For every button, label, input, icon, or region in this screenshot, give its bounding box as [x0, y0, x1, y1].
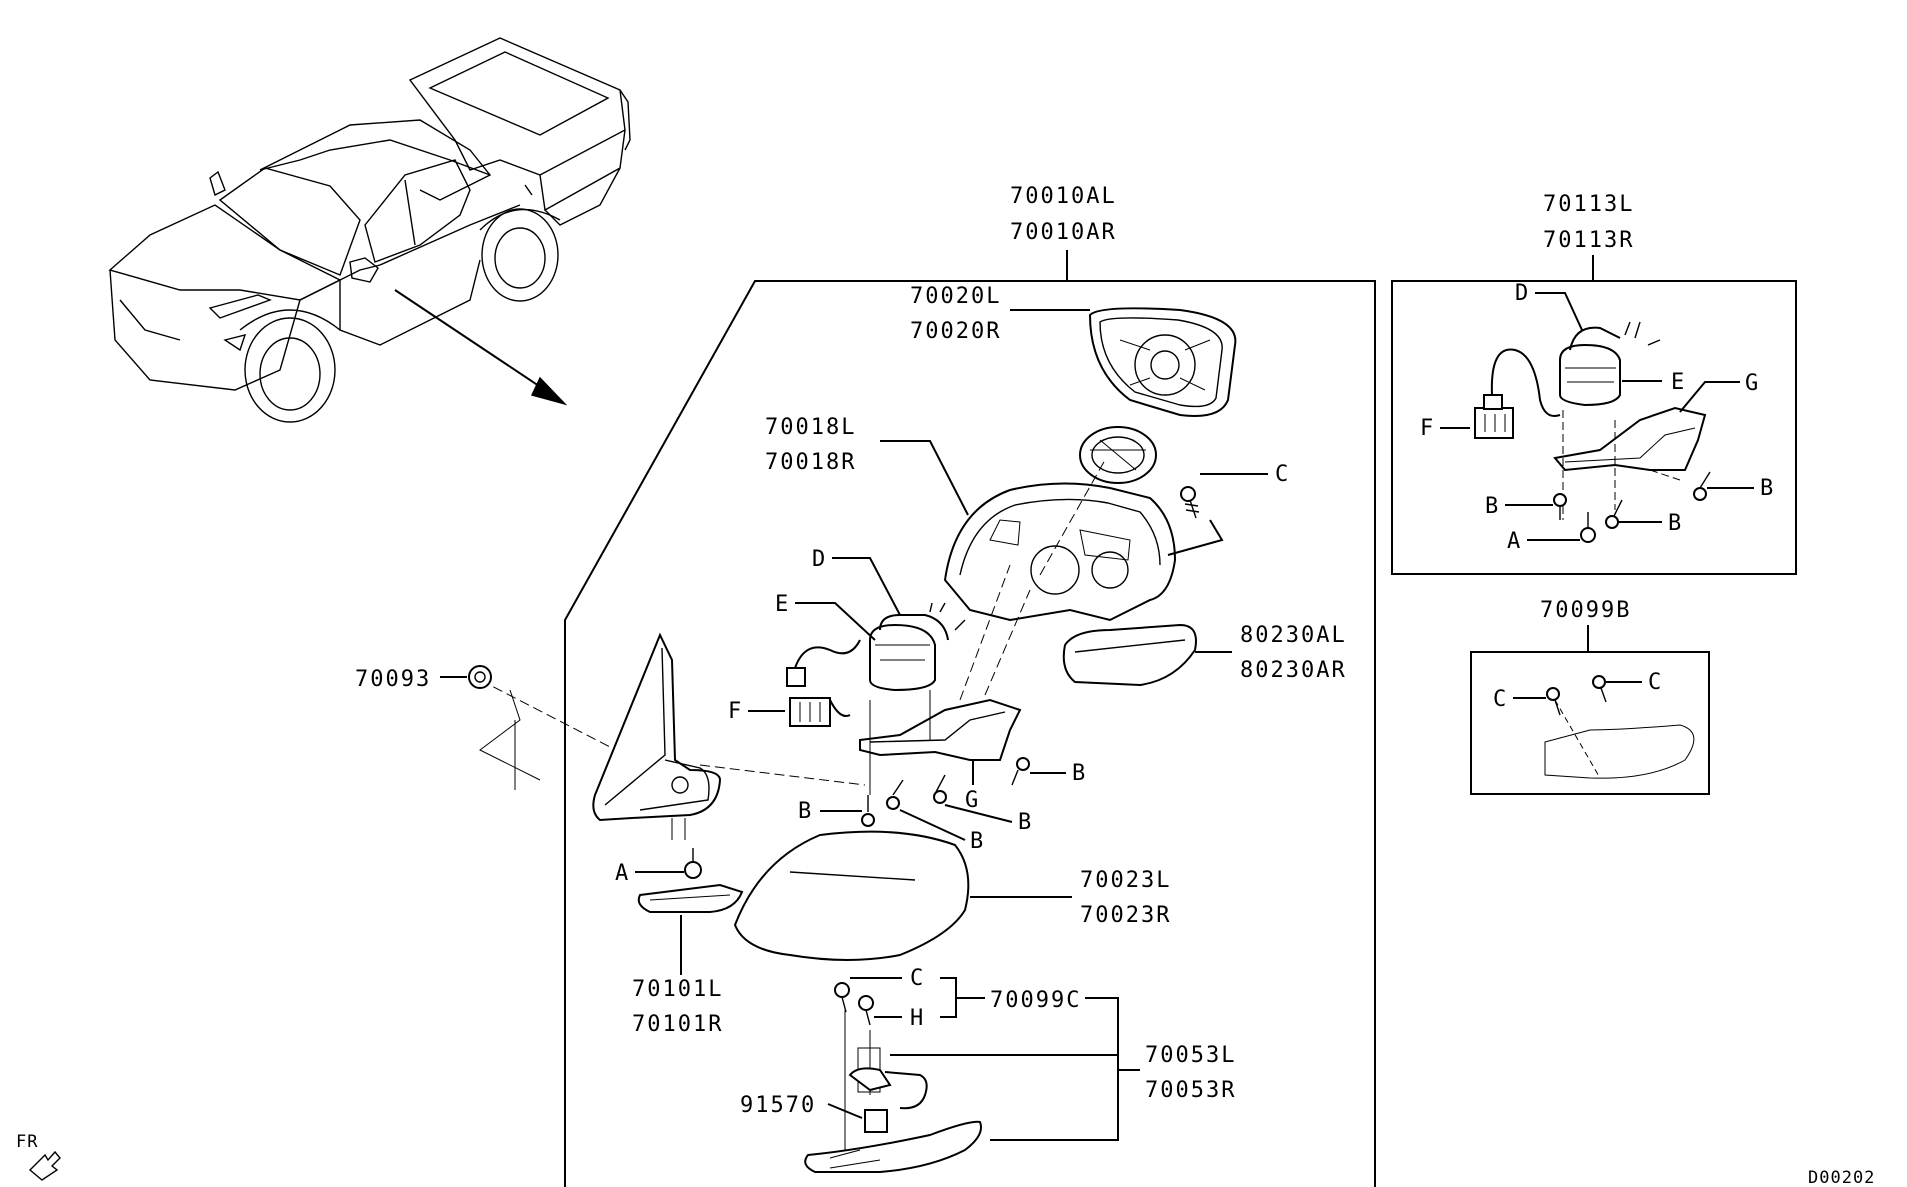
svg-text:B: B	[1760, 476, 1775, 501]
diagram-code: D00202	[1808, 1168, 1875, 1187]
svg-text:E: E	[775, 592, 790, 617]
svg-text:70023R: 70023R	[1080, 903, 1171, 928]
svg-text:G: G	[1745, 371, 1760, 396]
svg-text:B: B	[1485, 494, 1500, 519]
svg-text:B: B	[1072, 761, 1087, 786]
svg-text:D: D	[1515, 281, 1530, 306]
svg-text:70010AL: 70010AL	[1010, 184, 1117, 209]
screws-b-main: B B B B	[798, 700, 1087, 854]
svg-text:B: B	[1668, 511, 1683, 536]
svg-text:B: B	[970, 829, 985, 854]
svg-text:70099B: 70099B	[1540, 598, 1631, 623]
svg-text:70113R: 70113R	[1543, 228, 1634, 253]
svg-text:70053R: 70053R	[1145, 1078, 1236, 1103]
main-assembly-frame	[564, 280, 1376, 1187]
callout-lamp-screw-kit: 70099B	[1540, 598, 1631, 652]
svg-text:B: B	[798, 799, 813, 824]
part-mirror-cover: 70023L 70023R	[733, 830, 1171, 961]
svg-text:A: A	[1507, 529, 1522, 554]
svg-text:70020L: 70020L	[910, 284, 1001, 309]
svg-text:70053L: 70053L	[1145, 1043, 1236, 1068]
callout-main-assembly: 70010AL 70010AR	[1010, 184, 1117, 281]
part-lamp-screw-kit-detail: C C	[1493, 670, 1695, 779]
lamp-screw-kit-frame	[1470, 651, 1710, 795]
part-mirror-base	[592, 632, 722, 840]
svg-text:70101L: 70101L	[632, 977, 723, 1002]
svg-text:B: B	[1018, 810, 1033, 835]
part-screw-kit-c: C H 70099C	[834, 966, 1081, 1031]
part-lamp-assy: 91570 70053L 70053R	[740, 997, 1236, 1173]
svg-text:C: C	[1275, 462, 1290, 487]
part-motor-assembly-detail: F D E G B A B B	[1420, 281, 1775, 554]
svg-text:80230AL: 80230AL	[1240, 623, 1347, 648]
svg-text:C: C	[1493, 687, 1508, 712]
svg-text:FR: FR	[16, 1132, 38, 1152]
svg-text:70010AR: 70010AR	[1010, 220, 1117, 245]
svg-text:70018R: 70018R	[765, 450, 856, 475]
svg-text:G: G	[965, 788, 980, 813]
svg-text:E: E	[1671, 370, 1686, 395]
callout-motor-assembly: 70113L 70113R	[1543, 192, 1634, 281]
part-mirror-glass: 70020L 70020R	[910, 284, 1237, 417]
svg-text:70018L: 70018L	[765, 415, 856, 440]
svg-text:91570: 91570	[740, 1093, 816, 1118]
part-grommet: 70093	[355, 665, 492, 692]
svg-text:F: F	[1420, 416, 1435, 441]
svg-text:H: H	[910, 1006, 925, 1031]
part-actuator	[1079, 426, 1157, 484]
svg-text:C: C	[910, 966, 925, 991]
direction-marker: FR	[16, 1132, 61, 1181]
svg-text:D: D	[812, 547, 827, 572]
svg-text:A: A	[615, 861, 630, 886]
part-turn-lamp: 80230AL 80230AR	[1062, 623, 1347, 687]
svg-text:F: F	[728, 699, 743, 724]
truck-illustration	[108, 37, 631, 423]
svg-text:70023L: 70023L	[1080, 868, 1171, 893]
svg-text:80230AR: 80230AR	[1240, 658, 1347, 683]
svg-text:70101R: 70101R	[632, 1012, 723, 1037]
svg-text:70093: 70093	[355, 667, 431, 692]
part-base-cover: A 70101L 70101R	[615, 848, 744, 1037]
svg-text:C: C	[1648, 670, 1663, 695]
screw-c-housing: C	[1167, 462, 1290, 556]
svg-text:70113L: 70113L	[1543, 192, 1634, 217]
svg-text:70020R: 70020R	[910, 319, 1001, 344]
svg-text:70099C: 70099C	[990, 988, 1081, 1013]
